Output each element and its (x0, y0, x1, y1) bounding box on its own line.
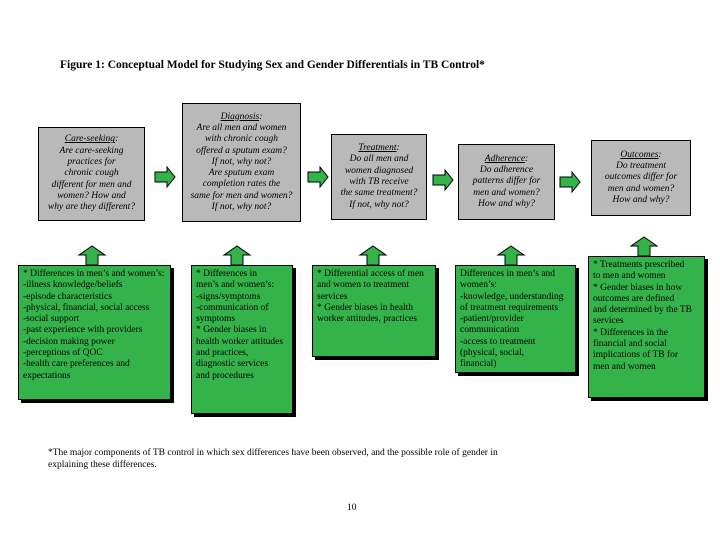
question-line: with TB receive (349, 177, 409, 187)
question-line: If not, why not? (349, 199, 409, 210)
outcomes-heading: Outcomes (620, 149, 659, 160)
question-line: practices for (67, 157, 116, 168)
question-line: How and why? (612, 194, 670, 205)
factor-line: -past experience with providers (23, 325, 143, 336)
factor-line: women’s: (460, 280, 497, 291)
factor-line: * Gender biases in how (593, 282, 683, 293)
factor-line: -episode characteristics (23, 291, 112, 302)
question-line: Do all men and (349, 154, 409, 165)
question-line: women? How and (57, 190, 126, 201)
factor-line: * Differential access of men (317, 269, 424, 279)
factor-line: men’s and women’s: (196, 280, 275, 291)
factor-line: services (593, 316, 624, 327)
question-line: outcomes differ for (604, 172, 678, 183)
arrow-up-care (78, 245, 106, 266)
question-line: Do adherence (479, 165, 534, 176)
factor-line: symptoms (196, 314, 236, 325)
factor-line: health worker attitudes (196, 336, 284, 347)
factor-line: outcomes are defined (593, 293, 675, 304)
diagnosis-heading: Diagnosis (220, 111, 260, 122)
factor-line: * Differences in the (593, 327, 669, 338)
question-line: completion rates the (202, 179, 281, 190)
factor-line: -health care preferences and (23, 359, 130, 370)
factor-line: and practices, (196, 348, 249, 359)
arrow-care-to-diagnosis (154, 166, 176, 188)
figure-title: Figure 1: Conceptual Model for Studying … (60, 59, 485, 71)
arrow-up-treatment (359, 245, 387, 266)
question-line: why are they different? (47, 202, 136, 213)
question-line: Are all men and women (196, 122, 287, 133)
factor-line: diagnostic services (196, 359, 269, 370)
question-line: If not, why not? (211, 202, 272, 213)
factor-line: -access to treatment (460, 336, 536, 347)
factor-line: -signs/symptoms (196, 291, 261, 302)
factor-line: -illness knowledge/beliefs (23, 280, 123, 291)
arrow-up-diagnosis (223, 245, 251, 266)
treatment-heading: Treatment (358, 143, 397, 154)
factor-line: communication (460, 325, 520, 336)
factor-line: -social support (23, 314, 80, 325)
question-line: chronic cough (64, 168, 119, 179)
factor-line: to men and women (593, 271, 666, 282)
factor-line: worker attitudes, practices (317, 314, 417, 325)
factor-line: -knowledge, understanding (460, 291, 564, 302)
footnote: *The major components of TB control in w… (48, 448, 498, 470)
question-line: same for men and women? (190, 190, 293, 201)
factor-line: implications of TB for (593, 350, 679, 361)
question-line: the same treatment? (340, 188, 418, 199)
question-line: patterns differ for (472, 176, 541, 187)
question-line: Are care-seeking (59, 145, 124, 156)
care-seeking-factors-box: * Differences in men’s and women’s:-illn… (18, 265, 171, 400)
question-line: men and women? (473, 187, 540, 198)
factor-line: * Differences in (196, 269, 258, 279)
factor-line: * Gender biases in health (317, 302, 414, 313)
factor-line: -decision making power (23, 336, 115, 347)
factor-line: men and women (593, 361, 656, 372)
factor-line: -perceptions of QOC (23, 348, 103, 359)
factor-line: services (317, 291, 348, 302)
factor-line: and women to treatment (317, 280, 410, 291)
question-line: women diagnosed (344, 165, 414, 176)
arrow-adherence-to-outcomes (559, 171, 581, 193)
factor-line: Differences in men’s and (460, 269, 556, 279)
factor-line: financial and social (593, 339, 667, 350)
factor-line: and determined by the TB (593, 305, 693, 316)
factor-line: financial) (460, 359, 497, 370)
arrow-up-outcomes (630, 236, 658, 257)
factor-line: -patient/provider (460, 314, 524, 325)
question-line: How and why? (478, 198, 535, 209)
factor-line: and procedures (196, 370, 254, 381)
arrow-diagnosis-to-treatment (307, 166, 329, 188)
factor-line: of treatment requirements (460, 302, 559, 313)
arrow-treatment-to-adherence (432, 169, 454, 191)
factor-line: * Gender biases in (196, 325, 267, 336)
factor-line: -communication of (196, 302, 269, 313)
question-line: Do treatment (615, 161, 667, 172)
question-line: If not, why not? (211, 156, 272, 167)
factor-line: (physical, social, (460, 348, 525, 359)
care-seeking-heading: Care-seeking (64, 134, 116, 145)
page-number: 10 (347, 503, 357, 513)
arrow-up-adherence (497, 245, 525, 266)
question-line: different for men and (51, 179, 132, 190)
factor-line: expectations (23, 370, 71, 381)
question-line: men and women? (607, 183, 675, 194)
factor-line: -physical, financial, social access (23, 302, 150, 313)
question-line: Are sputum exam (208, 168, 275, 179)
question-line: with chronic cough (205, 134, 278, 145)
factor-line: * Differences in men’s and women’s: (23, 269, 165, 279)
factor-line: * Treatments prescribed (593, 260, 685, 270)
question-line: offered a sputum exam? (196, 145, 287, 156)
adherence-heading: Adherence (484, 153, 526, 164)
